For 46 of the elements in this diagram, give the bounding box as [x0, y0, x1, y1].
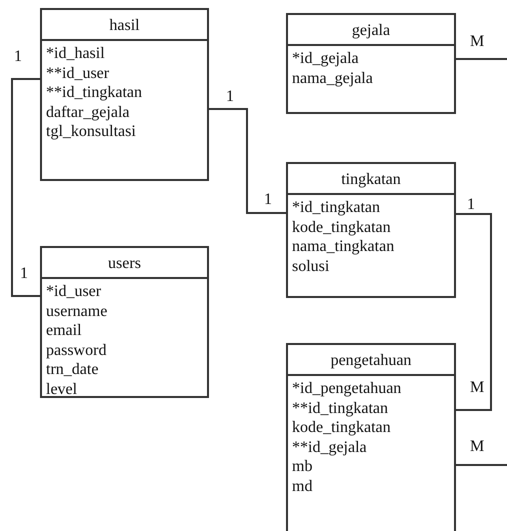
cardinality-label: 1: [20, 265, 28, 283]
field-name: *id_hasil: [46, 44, 105, 64]
table-name: users: [108, 254, 141, 274]
relationship-line: [456, 213, 492, 411]
field-name: trn_date: [46, 360, 98, 380]
field-name: kode_tingkatan: [292, 418, 391, 438]
cardinality-label: M: [470, 438, 484, 456]
field-name: email: [46, 321, 82, 341]
field-name: tgl_konsultasi: [46, 122, 136, 142]
field-name: daftar_gejala: [46, 102, 130, 122]
field-name: md: [292, 476, 312, 497]
field-name: *id_pengetahuan: [292, 379, 402, 399]
cardinality-label: 1: [264, 191, 272, 209]
field-name: kode_tingkatan: [292, 218, 391, 238]
field-name: level: [46, 380, 78, 400]
field-name: nama_gejala: [292, 68, 373, 88]
relationship-line: [209, 108, 286, 214]
entity-table: [286, 343, 456, 531]
field-name: password: [46, 340, 106, 360]
field-name: username: [46, 302, 108, 322]
field-name: *id_tingkatan: [292, 198, 380, 218]
entity-table: [286, 162, 456, 298]
field-name: mb: [292, 457, 312, 477]
cardinality-label: 1: [226, 88, 234, 106]
field-name: **id_tingkatan: [46, 83, 142, 103]
field-name: *id_user: [46, 282, 102, 302]
entity-table: [40, 246, 209, 398]
table-name: gejala: [352, 21, 390, 41]
table-name: pengetahuan: [330, 351, 412, 371]
relationship-line: [456, 464, 507, 466]
cardinality-label: 1: [467, 196, 475, 214]
field-name: nama_tingkatan: [292, 237, 394, 257]
entity-table: [286, 13, 456, 114]
relationship-line: [456, 58, 507, 60]
field-name: *id_gejala: [292, 49, 359, 69]
relationship-line: [11, 78, 40, 297]
field-name: **id_user: [46, 64, 110, 84]
cardinality-label: M: [470, 379, 484, 397]
entity-table: [40, 8, 209, 181]
field-name: **id_gejala: [292, 438, 367, 458]
cardinality-label: 1: [14, 48, 22, 66]
table-name: hasil: [109, 16, 140, 36]
field-name: solusi: [292, 256, 330, 276]
field-name: **id_tingkatan: [292, 398, 388, 418]
cardinality-label: M: [470, 33, 484, 51]
table-name: tingkatan: [341, 170, 401, 190]
